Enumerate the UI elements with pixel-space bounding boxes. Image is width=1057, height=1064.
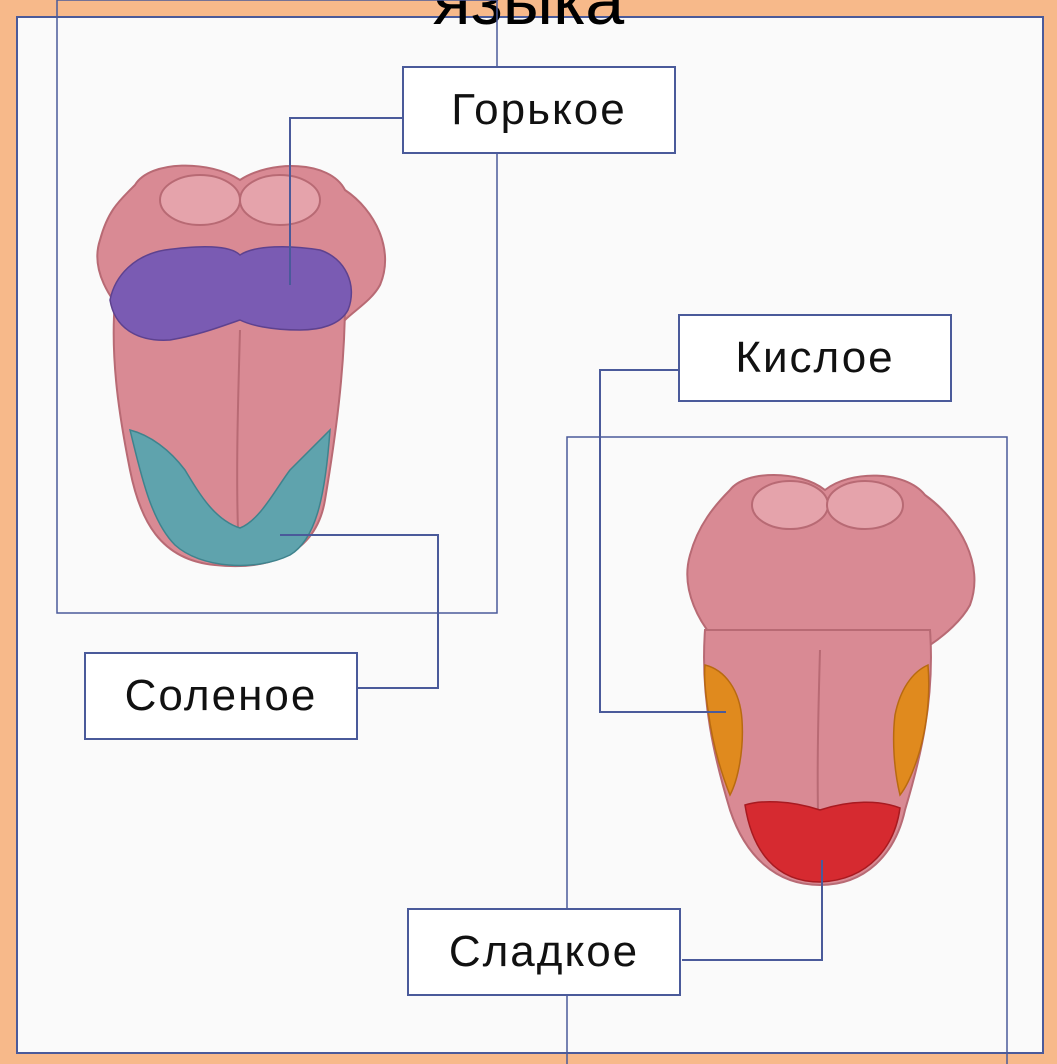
right-epiglottis-right — [827, 481, 903, 529]
right-tongue — [687, 475, 974, 885]
label-sweet: Сладкое — [407, 908, 681, 996]
left-epiglottis-left — [160, 175, 240, 225]
label-salty: Соленое — [84, 652, 358, 740]
left-tongue — [97, 166, 385, 567]
right-epiglottis-left — [752, 481, 828, 529]
label-sour: Кислое — [678, 314, 952, 402]
label-bitter: Горькое — [402, 66, 676, 154]
left-epiglottis-right — [240, 175, 320, 225]
